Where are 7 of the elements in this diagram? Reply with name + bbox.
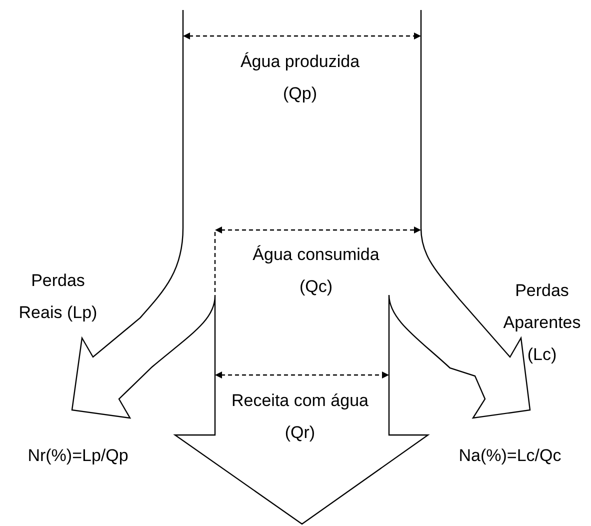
flow-label: Água consumida (Qc) [252,244,380,298]
flow-label: Nr(%)=Lp/Qp [26,445,130,467]
flow-label: Perdas Reais (Lp) [18,270,98,324]
flow-label: Receita com água (Qr) [230,390,370,444]
flow-label: Água produzida (Qp) [239,51,361,105]
flow-label: Na(%)=Lc/Qc [458,445,562,467]
flow-label: Perdas Aparentes (Lc) [502,280,582,366]
